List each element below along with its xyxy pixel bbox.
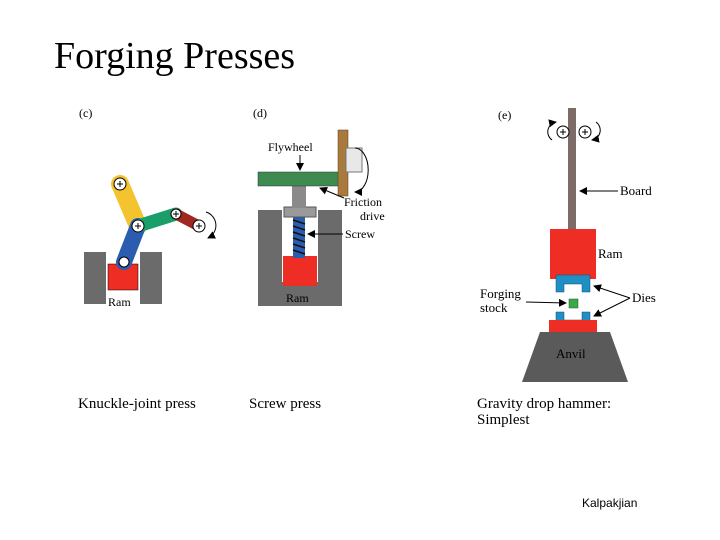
forging-stock (568, 298, 579, 309)
roller-arrow-left (547, 119, 557, 141)
dies-pointer-upper (593, 284, 631, 299)
board (568, 108, 576, 230)
forging-label: Forging (480, 286, 521, 301)
knuckle-joint-caption: Knuckle-joint press (78, 396, 196, 412)
ram-label: Ram (598, 246, 623, 261)
screw-label: Screw (345, 227, 375, 241)
roller-arrow-right (591, 121, 601, 143)
ram-block (283, 256, 317, 286)
drop-hammer-caption-line1: Gravity drop hammer: (477, 396, 612, 412)
upper-die (555, 274, 591, 293)
flywheel (257, 171, 343, 187)
drive-label: drive (360, 209, 385, 223)
dies-label: Dies (632, 290, 656, 305)
board-label: Board (620, 183, 652, 198)
drive-shaft (345, 147, 363, 173)
drop-hammer-caption-line2: Simplest (477, 412, 530, 428)
friction-pointer (319, 187, 345, 199)
anvil (522, 332, 628, 382)
ram-label: Ram (286, 291, 309, 305)
rotation-arrow (205, 211, 217, 239)
drive-rotation-arrow (354, 147, 369, 196)
screw-press-diagram: (d) Ram Flywheel Friction drive Screw (253, 106, 385, 306)
stock-pointer (525, 298, 567, 307)
pin-ram (118, 256, 130, 268)
ram-label: Ram (108, 295, 131, 309)
anvil-cap (549, 320, 597, 332)
ram-block (550, 229, 596, 279)
page-title: Forging Presses (54, 35, 296, 77)
stock-label: stock (480, 300, 508, 315)
screw-nut (283, 206, 317, 218)
knuckle-joint-press-diagram: (c) Ram (79, 106, 217, 309)
gravity-drop-hammer-diagram: (e) Board Ram Anvil Forging stock Dies (480, 108, 656, 382)
panel-d-letter: (d) (253, 106, 267, 120)
anvil-label: Anvil (556, 346, 586, 361)
panel-e-letter: (e) (498, 108, 511, 122)
dies-pointer-lower (593, 297, 631, 317)
upper-shaft (292, 186, 306, 208)
frame-right (140, 252, 162, 304)
credit-text: Kalpakjian (582, 496, 638, 510)
panel-c-letter: (c) (79, 106, 92, 120)
screw-press-caption: Screw press (249, 396, 322, 412)
flywheel-label: Flywheel (268, 140, 313, 154)
frame-left (84, 252, 106, 304)
drive-link (131, 207, 183, 233)
friction-label: Friction (344, 195, 382, 209)
